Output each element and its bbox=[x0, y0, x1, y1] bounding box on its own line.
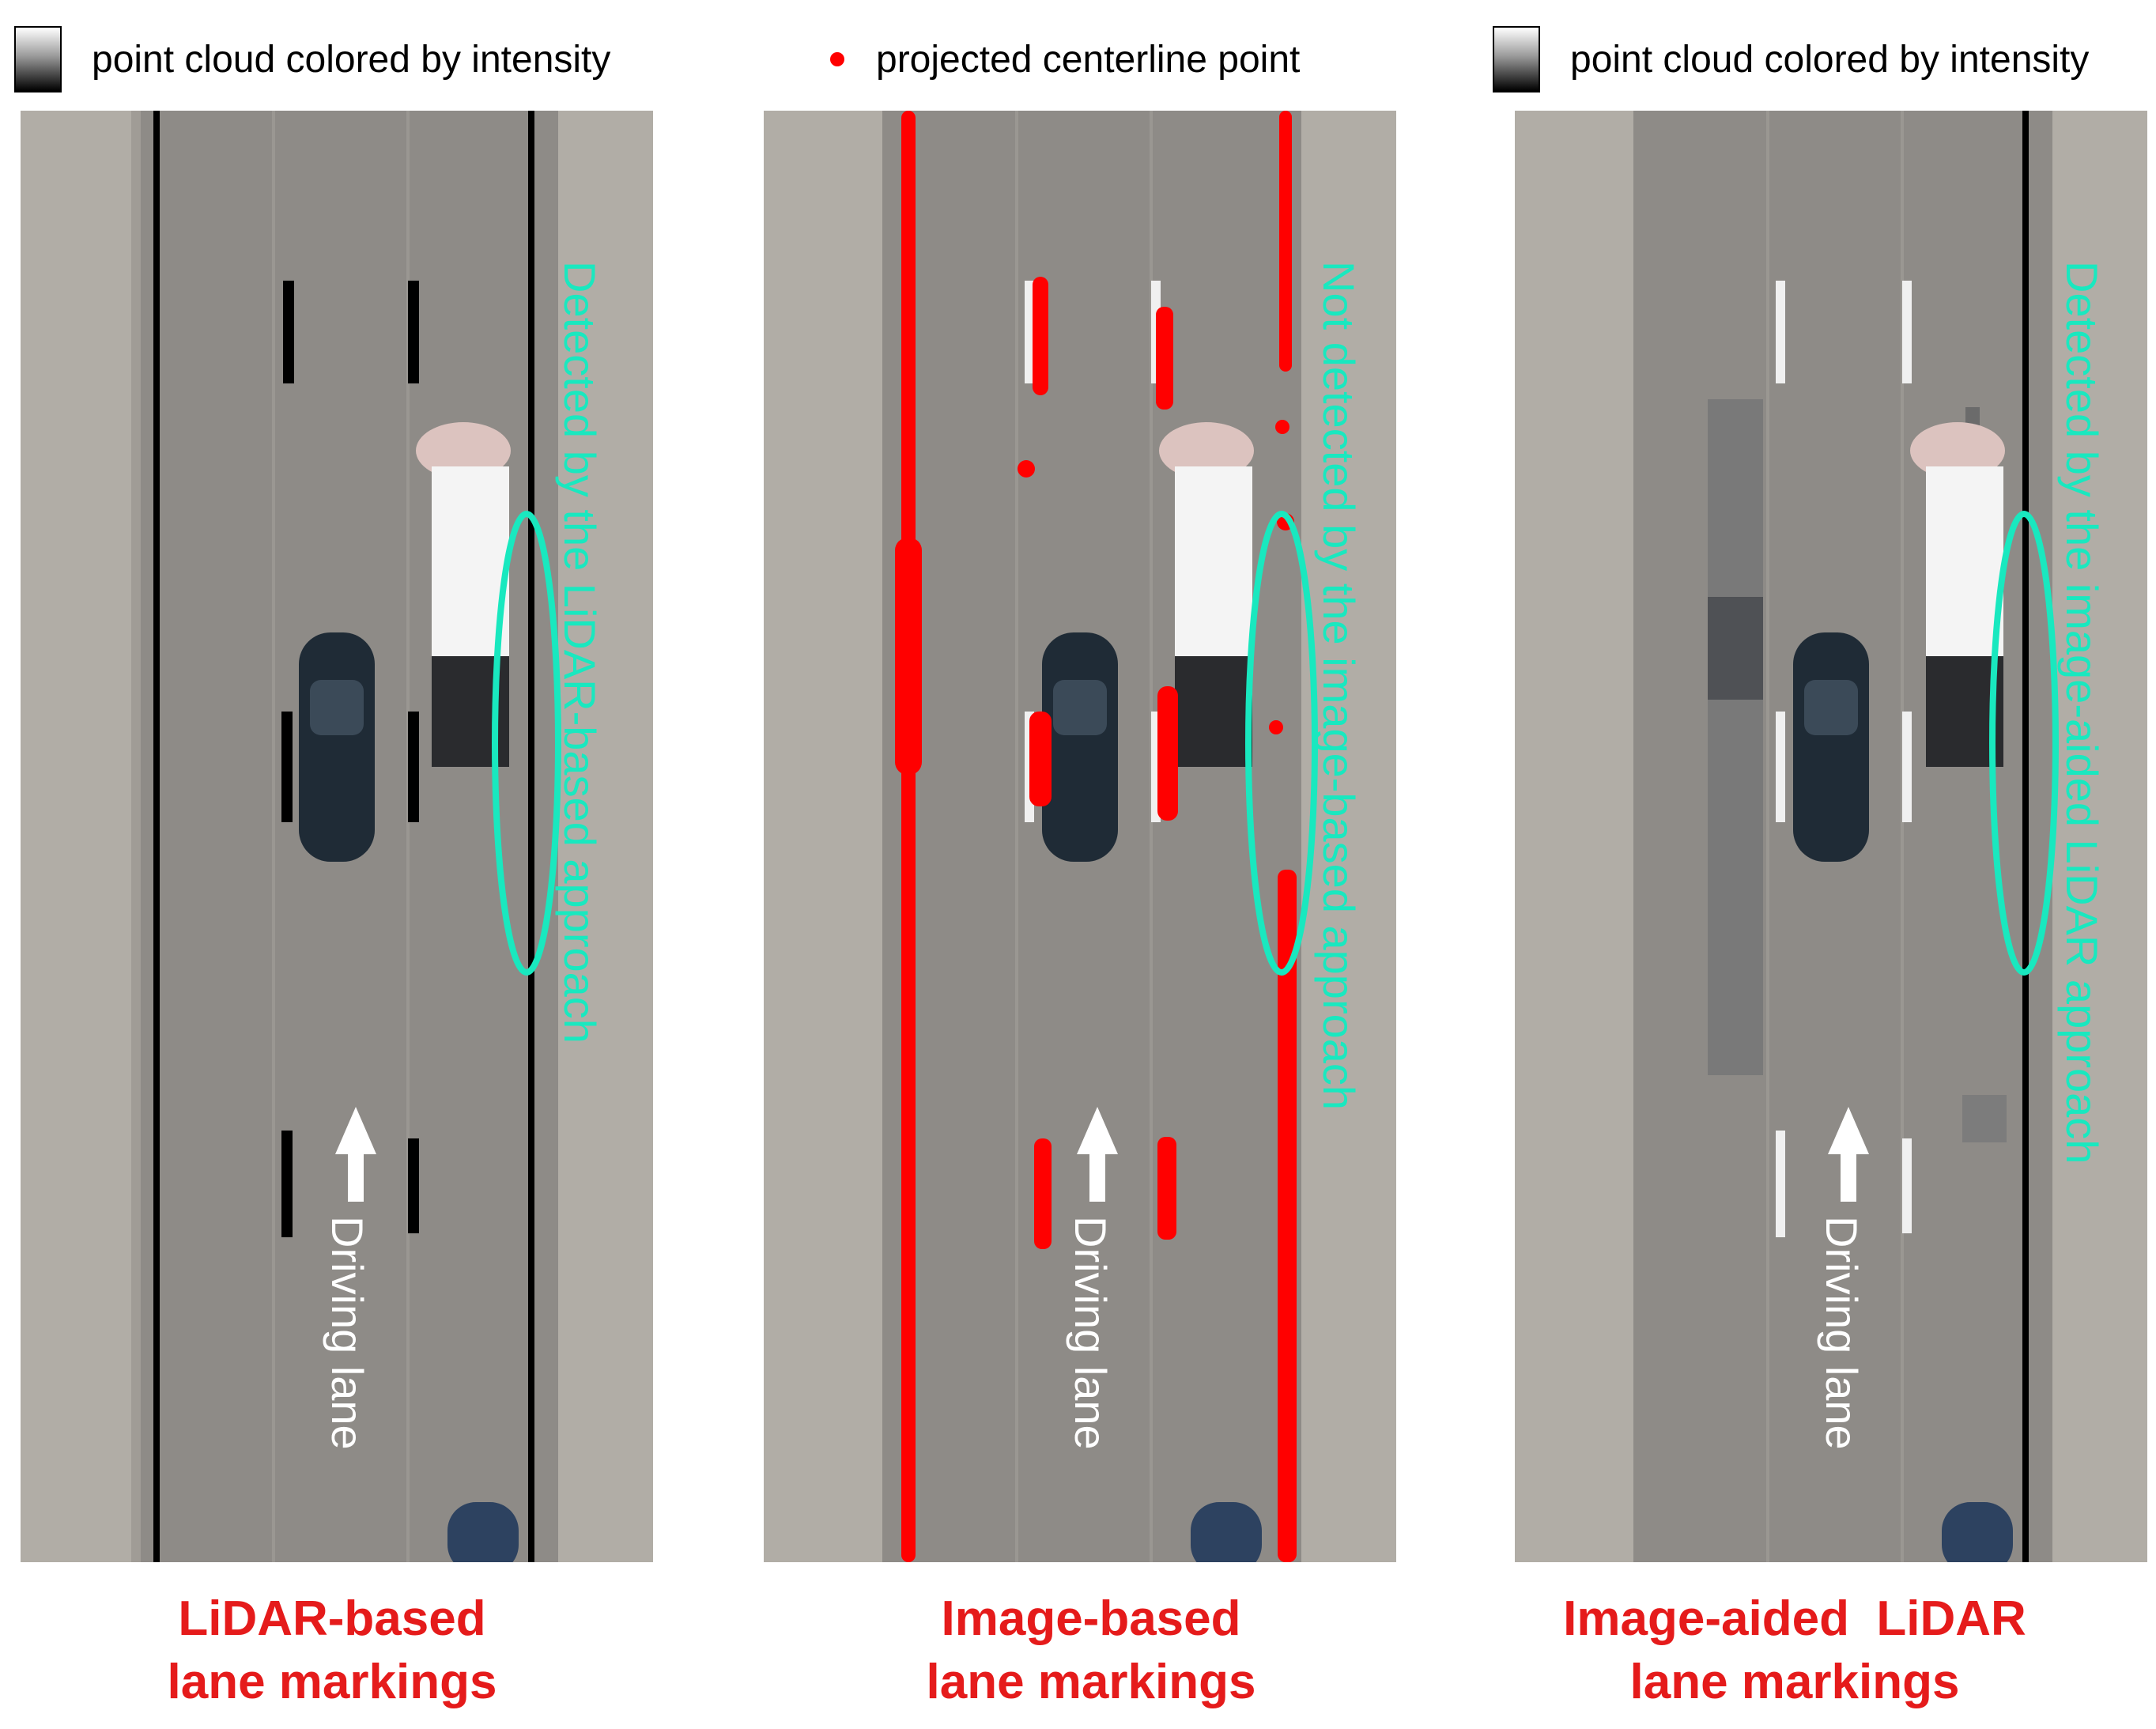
legend-panel-2: projected centerline point bbox=[822, 16, 1300, 103]
road-aerial-image bbox=[764, 111, 1396, 1562]
highlight-ellipse bbox=[1989, 511, 2059, 976]
caption-image-aided-lidar: Image-aided LiDAR lane markings bbox=[1439, 1587, 2150, 1714]
caption-line-1: Image-aided LiDAR bbox=[1563, 1591, 2026, 1646]
dashed-marking bbox=[408, 281, 419, 383]
caption-line-2: lane markings bbox=[1629, 1655, 1960, 1709]
projected-centerline-points bbox=[1033, 277, 1048, 395]
legend-label: point cloud colored by intensity bbox=[92, 38, 611, 81]
driving-direction-arrow-icon bbox=[1828, 1107, 1869, 1202]
lane-marking-right-solid bbox=[2022, 111, 2029, 1562]
caption-line-1: LiDAR-based bbox=[178, 1591, 486, 1646]
driving-direction-arrow-icon bbox=[1077, 1107, 1118, 1202]
intensity-gradient-swatch-icon bbox=[1493, 26, 1540, 92]
projected-centerline-points bbox=[901, 111, 916, 1562]
panel-image-aided-lidar: Detected by the image-aided LiDAR approa… bbox=[1515, 111, 2147, 1562]
dashed-marking bbox=[408, 1138, 419, 1233]
annotation-text: Detected by the image-aided LiDAR approa… bbox=[2057, 261, 2107, 1165]
caption-image-based: Image-based lane markings bbox=[735, 1587, 1447, 1714]
dashed-marking bbox=[281, 1131, 293, 1237]
caption-lidar-based: LiDAR-based lane markings bbox=[0, 1587, 688, 1714]
highlight-ellipse bbox=[1245, 511, 1318, 976]
car bbox=[1942, 1502, 2013, 1562]
truck-cab bbox=[1910, 422, 2005, 479]
projected-centerline-points bbox=[1279, 111, 1292, 372]
car bbox=[1042, 632, 1118, 862]
driving-lane-label: Driving lane bbox=[1817, 1216, 1867, 1450]
caption-line-2: lane markings bbox=[167, 1655, 497, 1709]
truck-cab bbox=[416, 422, 511, 479]
caption-line-2: lane markings bbox=[926, 1655, 1256, 1709]
road-aerial-image bbox=[1515, 111, 2147, 1562]
driving-lane-label: Driving lane bbox=[1066, 1216, 1116, 1450]
dashed-marking bbox=[281, 712, 293, 822]
occlusion-patch bbox=[1962, 1095, 2007, 1142]
legend-panel-3: point cloud colored by intensity bbox=[1493, 16, 2089, 103]
driving-direction-arrow-icon bbox=[335, 1107, 376, 1202]
red-point-marker-icon bbox=[830, 52, 844, 66]
intensity-gradient-swatch-icon bbox=[14, 26, 62, 92]
car bbox=[1793, 632, 1869, 862]
lane-marking-right-solid bbox=[528, 111, 534, 1562]
annotation-text: Not detected by the image-based approach bbox=[1314, 261, 1364, 1111]
dashed-marking bbox=[283, 281, 294, 383]
car bbox=[299, 632, 375, 862]
road-aerial-image bbox=[21, 111, 653, 1562]
caption-line-1: Image-based bbox=[941, 1591, 1241, 1646]
panel-image-based: Not detected by the image-based approach… bbox=[764, 111, 1396, 1562]
highlight-ellipse bbox=[492, 511, 561, 976]
occlusion-patch bbox=[1708, 399, 1763, 1075]
dashed-marking bbox=[408, 712, 419, 822]
truck-cab bbox=[1159, 422, 1254, 479]
car bbox=[1191, 1502, 1262, 1562]
driving-lane-label: Driving lane bbox=[323, 1216, 372, 1450]
legend-label: point cloud colored by intensity bbox=[1570, 38, 2090, 81]
lane-marking-left-solid bbox=[153, 111, 160, 1562]
legend-label: projected centerline point bbox=[876, 38, 1301, 81]
car bbox=[447, 1502, 519, 1562]
annotation-text: Detected by the LiDAR-based approach bbox=[555, 261, 605, 1044]
legend-panel-1: point cloud colored by intensity bbox=[14, 16, 610, 103]
panel-lidar-based: Detected by the LiDAR-based approach Dri… bbox=[21, 111, 653, 1562]
